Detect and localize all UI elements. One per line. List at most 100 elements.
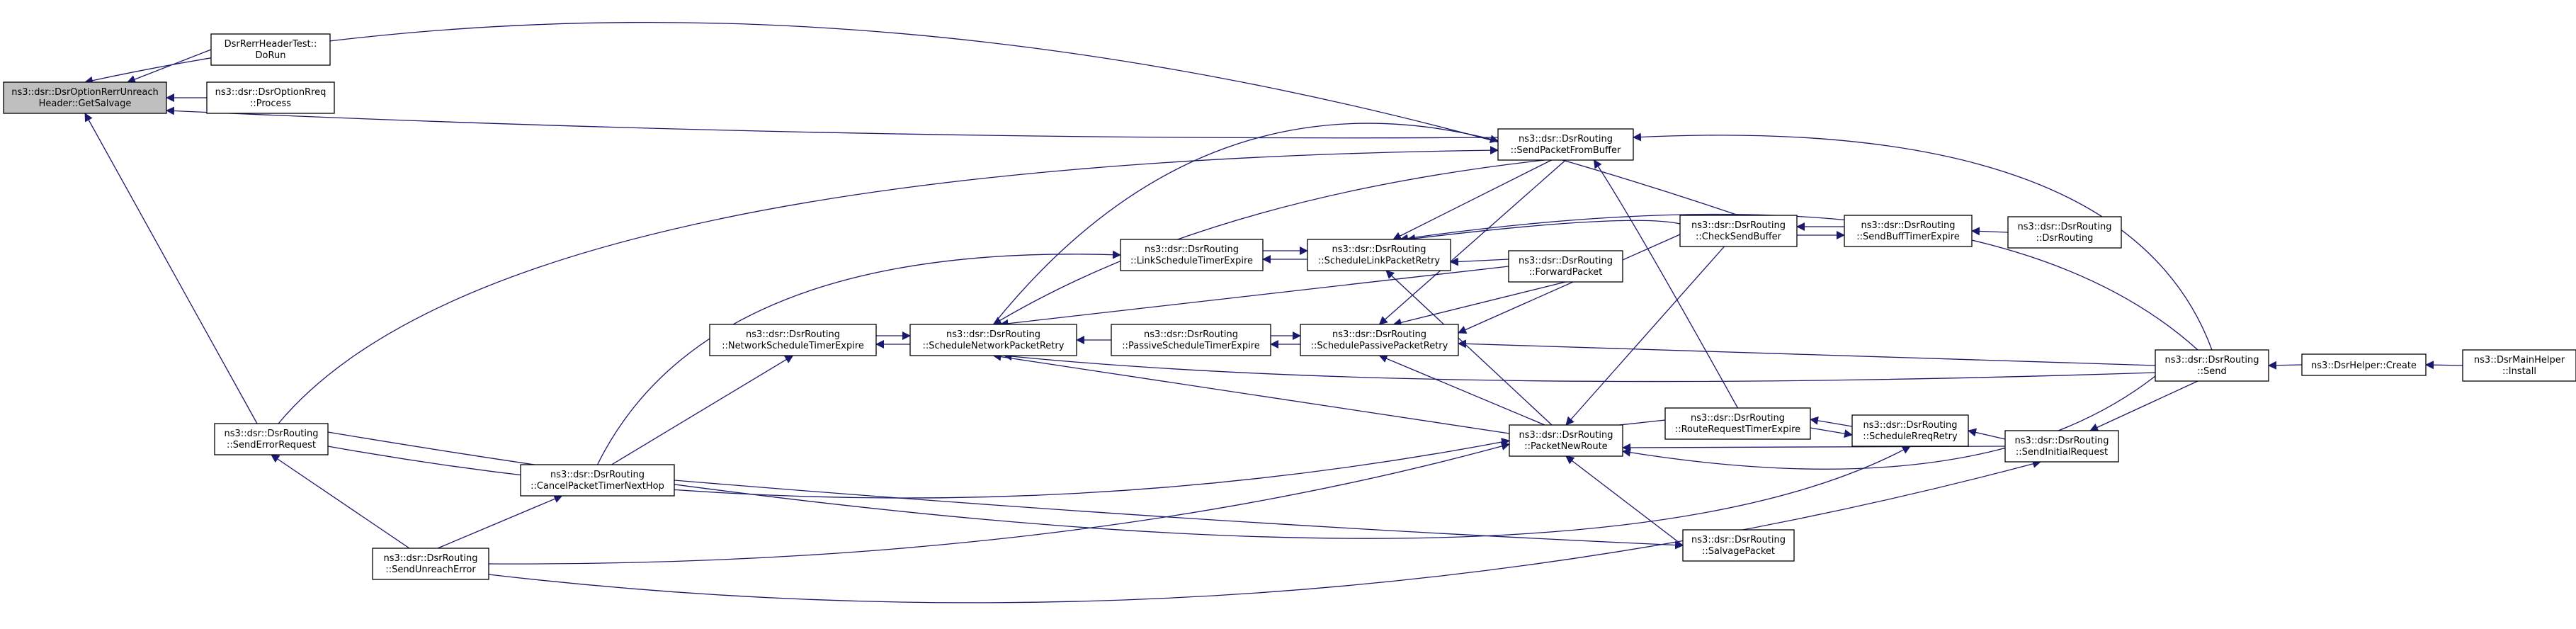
- node-dsrrouting_ctor[interactable]: ns3::dsr::DsrRouting::DsrRouting: [2007, 216, 2122, 249]
- call-edge-packetnewroute-to-schedpassivepacketretry: [1378, 354, 1545, 426]
- node-salvagepacket[interactable]: ns3::dsr::DsrRouting::SalvagePacket: [1682, 529, 1795, 562]
- call-edge-sendunreacherror-to-cancelpackettimer: [437, 494, 563, 549]
- call-edge-send-to-schedpassivepacketretry: [1458, 339, 2156, 366]
- call-edge-checksendbuffer-to-getsalvage: [84, 22, 1739, 216]
- node-label-dorun-line2: DoRun: [256, 50, 286, 61]
- node-box-schedulerreqretry[interactable]: [1851, 414, 1969, 447]
- node-label-networkschedtimer-line2: ::NetworkScheduleTimerExpire: [722, 341, 864, 351]
- node-box-senderrorrequest[interactable]: [214, 423, 329, 455]
- node-label-dsrrouting_ctor-line1: ns3::dsr::DsrRouting: [2018, 222, 2112, 232]
- node-label-sendbufftimer-line2: ::SendBuffTimerExpire: [1856, 232, 1960, 242]
- node-box-forwardpacket[interactable]: [1508, 250, 1623, 283]
- call-edge-packetnewroute-to-schedlinkpacketretry: [1385, 270, 1553, 426]
- node-box-schedpassivepacketretry[interactable]: [1300, 324, 1459, 356]
- node-schedlinkpacketretry[interactable]: ns3::dsr::DsrRouting::ScheduleLinkPacket…: [1307, 239, 1451, 271]
- node-label-schedlinkpacketretry-line2: ::ScheduleLinkPacketRetry: [1318, 256, 1441, 266]
- node-label-schednetworkpacketretry-line1: ns3::dsr::DsrRouting: [946, 329, 1040, 340]
- node-label-dorun-line1: DsrRerrHeaderTest::: [225, 39, 317, 50]
- node-box-sendinitialrequest[interactable]: [2004, 430, 2119, 463]
- node-box-sendbufftimer[interactable]: [1844, 215, 1973, 247]
- call-edge-cancelpackettimer-to-networkschedtimer: [611, 355, 794, 465]
- node-passiveschedtimer[interactable]: ns3::dsr::DsrRouting::PassiveScheduleTim…: [1111, 324, 1271, 356]
- node-label-sendbufftimer-line1: ns3::dsr::DsrRouting: [1861, 220, 1956, 231]
- call-edge-dsrrouting_ctor-to-sendbufftimer: [1971, 227, 2009, 236]
- node-label-salvagepacket-line1: ns3::dsr::DsrRouting: [1691, 535, 1786, 545]
- node-label-schedlinkpacketretry-line1: ns3::dsr::DsrRouting: [1332, 244, 1426, 255]
- node-box-linkschedtimer[interactable]: [1120, 239, 1264, 271]
- node-routerequesttimer[interactable]: ns3::dsr::DsrRouting::RouteRequestTimerE…: [1664, 407, 1811, 440]
- node-label-forwardpacket-line1: ns3::dsr::DsrRouting: [1519, 256, 1613, 266]
- node-label-getsalvage-line1: ns3::dsr::DsrOptionRerrUnreach: [11, 87, 159, 98]
- node-sendinitialrequest[interactable]: ns3::dsr::DsrRouting::SendInitialRequest: [2004, 430, 2119, 463]
- node-helper_create[interactable]: ns3::DsrHelper::Create: [2301, 353, 2427, 376]
- node-box-dorun[interactable]: [210, 33, 331, 66]
- call-edge-checksendbuffer-to-packetnewroute: [1565, 246, 1725, 426]
- node-box-getsalvage[interactable]: [3, 81, 167, 114]
- call-edge-sendunreacherror-to-sendinitialrequest: [488, 460, 2041, 604]
- node-box-schednetworkpacketretry[interactable]: [909, 324, 1077, 356]
- node-label-optrreq_process-line2: ::Process: [250, 98, 291, 109]
- call-edge-routerequesttimer-to-sendpacketfrombuffer: [1593, 159, 1739, 409]
- node-schedulerreqretry[interactable]: ns3::dsr::DsrRouting::ScheduleRreqRetry: [1851, 414, 1969, 447]
- node-checksendbuffer[interactable]: ns3::dsr::DsrRouting::CheckSendBuffer: [1679, 215, 1798, 247]
- node-schednetworkpacketretry[interactable]: ns3::dsr::DsrRouting::ScheduleNetworkPac…: [909, 324, 1077, 356]
- call-edge-sendinitialrequest-to-schedulerreqretry: [1968, 428, 2006, 440]
- node-label-passiveschedtimer-line1: ns3::dsr::DsrRouting: [1144, 329, 1238, 340]
- call-edge-send-to-schednetworkpacketretry: [1003, 352, 2156, 382]
- node-box-mainhelper_install[interactable]: [2462, 349, 2576, 382]
- node-dorun[interactable]: DsrRerrHeaderTest::DoRun: [210, 33, 331, 66]
- call-edge-send-to-packetnewroute: [1622, 375, 2156, 470]
- node-cancelpackettimer[interactable]: ns3::dsr::DsrRouting::CancelPacketTimerN…: [520, 464, 675, 497]
- node-send[interactable]: ns3::dsr::DsrRouting::Send: [2155, 349, 2269, 382]
- call-edge-sendpacketfrombuffer-to-schedlinkpacketretry: [1392, 159, 1552, 240]
- call-edge-salvagepacket-to-packetnewroute: [1565, 455, 1684, 546]
- call-edge-senderrorrequest-to-getsalvage: [84, 113, 258, 424]
- node-label-linkschedtimer-line2: ::LinkScheduleTimerExpire: [1130, 256, 1253, 266]
- node-label-cancelpackettimer-line2: ::CancelPacketTimerNextHop: [530, 481, 664, 492]
- call-edge-send-to-sendpacketfrombuffer: [1633, 132, 2213, 351]
- node-box-send[interactable]: [2155, 349, 2269, 382]
- node-box-sendpacketfrombuffer[interactable]: [1497, 128, 1634, 161]
- node-label-dsrrouting_ctor-line2: ::DsrRouting: [2036, 233, 2094, 244]
- node-label-send-line2: ::Send: [2197, 366, 2227, 377]
- node-label-send-line1: ns3::dsr::DsrRouting: [2165, 355, 2259, 366]
- node-label-networkschedtimer-line1: ns3::dsr::DsrRouting: [746, 329, 840, 340]
- node-box-schedlinkpacketretry[interactable]: [1307, 239, 1451, 271]
- call-edge-cancelpackettimer-to-salvagepacket: [674, 480, 1684, 550]
- call-edge-sendpacketfrombuffer-to-schedpassivepacketretry: [1378, 159, 1566, 325]
- node-box-checksendbuffer[interactable]: [1679, 215, 1798, 247]
- node-sendpacketfrombuffer[interactable]: ns3::dsr::DsrRouting::SendPacketFromBuff…: [1497, 128, 1634, 161]
- node-label-linkschedtimer-line1: ns3::dsr::DsrRouting: [1145, 244, 1239, 255]
- node-sendunreacherror[interactable]: ns3::dsr::DsrRouting::SendUnreachError: [372, 548, 489, 580]
- node-box-helper_create[interactable]: [2301, 353, 2427, 376]
- node-box-passiveschedtimer[interactable]: [1111, 324, 1271, 356]
- node-packetnewroute[interactable]: ns3::dsr::DsrRouting::PacketNewRoute: [1509, 424, 1623, 457]
- node-optrreq_process[interactable]: ns3::dsr::DsrOptionRreq::Process: [206, 81, 335, 114]
- node-box-dsrrouting_ctor[interactable]: [2007, 216, 2122, 249]
- node-senderrorrequest[interactable]: ns3::dsr::DsrRouting::SendErrorRequest: [214, 423, 329, 455]
- node-label-helper_create-line1: ns3::DsrHelper::Create: [2311, 361, 2417, 371]
- node-label-senderrorrequest-line2: ::SendErrorRequest: [227, 440, 316, 450]
- node-networkschedtimer[interactable]: ns3::dsr::DsrRouting::NetworkScheduleTim…: [709, 324, 877, 356]
- node-box-cancelpackettimer[interactable]: [520, 464, 675, 497]
- node-box-optrreq_process[interactable]: [206, 81, 335, 114]
- node-sendbufftimer[interactable]: ns3::dsr::DsrRouting::SendBuffTimerExpir…: [1844, 215, 1973, 247]
- node-box-routerequesttimer[interactable]: [1664, 407, 1811, 440]
- node-box-networkschedtimer[interactable]: [709, 324, 877, 356]
- node-label-sendpacketfrombuffer-line1: ns3::dsr::DsrRouting: [1519, 134, 1613, 144]
- node-schedpassivepacketretry[interactable]: ns3::dsr::DsrRouting::SchedulePassivePac…: [1300, 324, 1459, 356]
- node-box-sendunreacherror[interactable]: [372, 548, 489, 580]
- node-label-routerequesttimer-line1: ns3::dsr::DsrRouting: [1691, 413, 1785, 424]
- node-label-schedulerreqretry-line2: ::ScheduleRreqRetry: [1863, 431, 1958, 442]
- call-edge-sendunreacherror-to-packetnewroute: [488, 442, 1510, 565]
- node-mainhelper_install[interactable]: ns3::DsrMainHelper::Install: [2462, 349, 2576, 382]
- node-forwardpacket[interactable]: ns3::dsr::DsrRouting::ForwardPacket: [1508, 250, 1623, 283]
- node-linkschedtimer[interactable]: ns3::dsr::DsrRouting::LinkScheduleTimerE…: [1120, 239, 1264, 271]
- node-label-salvagepacket-line2: ::SalvagePacket: [1702, 546, 1775, 557]
- call-edge-sendpacketfrombuffer-to-getsalvage: [166, 106, 1499, 139]
- node-box-salvagepacket[interactable]: [1682, 529, 1795, 562]
- node-box-packetnewroute[interactable]: [1509, 424, 1623, 457]
- node-getsalvage[interactable]: ns3::dsr::DsrOptionRerrUnreachHeader::Ge…: [3, 81, 167, 114]
- node-label-sendinitialrequest-line1: ns3::dsr::DsrRouting: [2015, 436, 2109, 446]
